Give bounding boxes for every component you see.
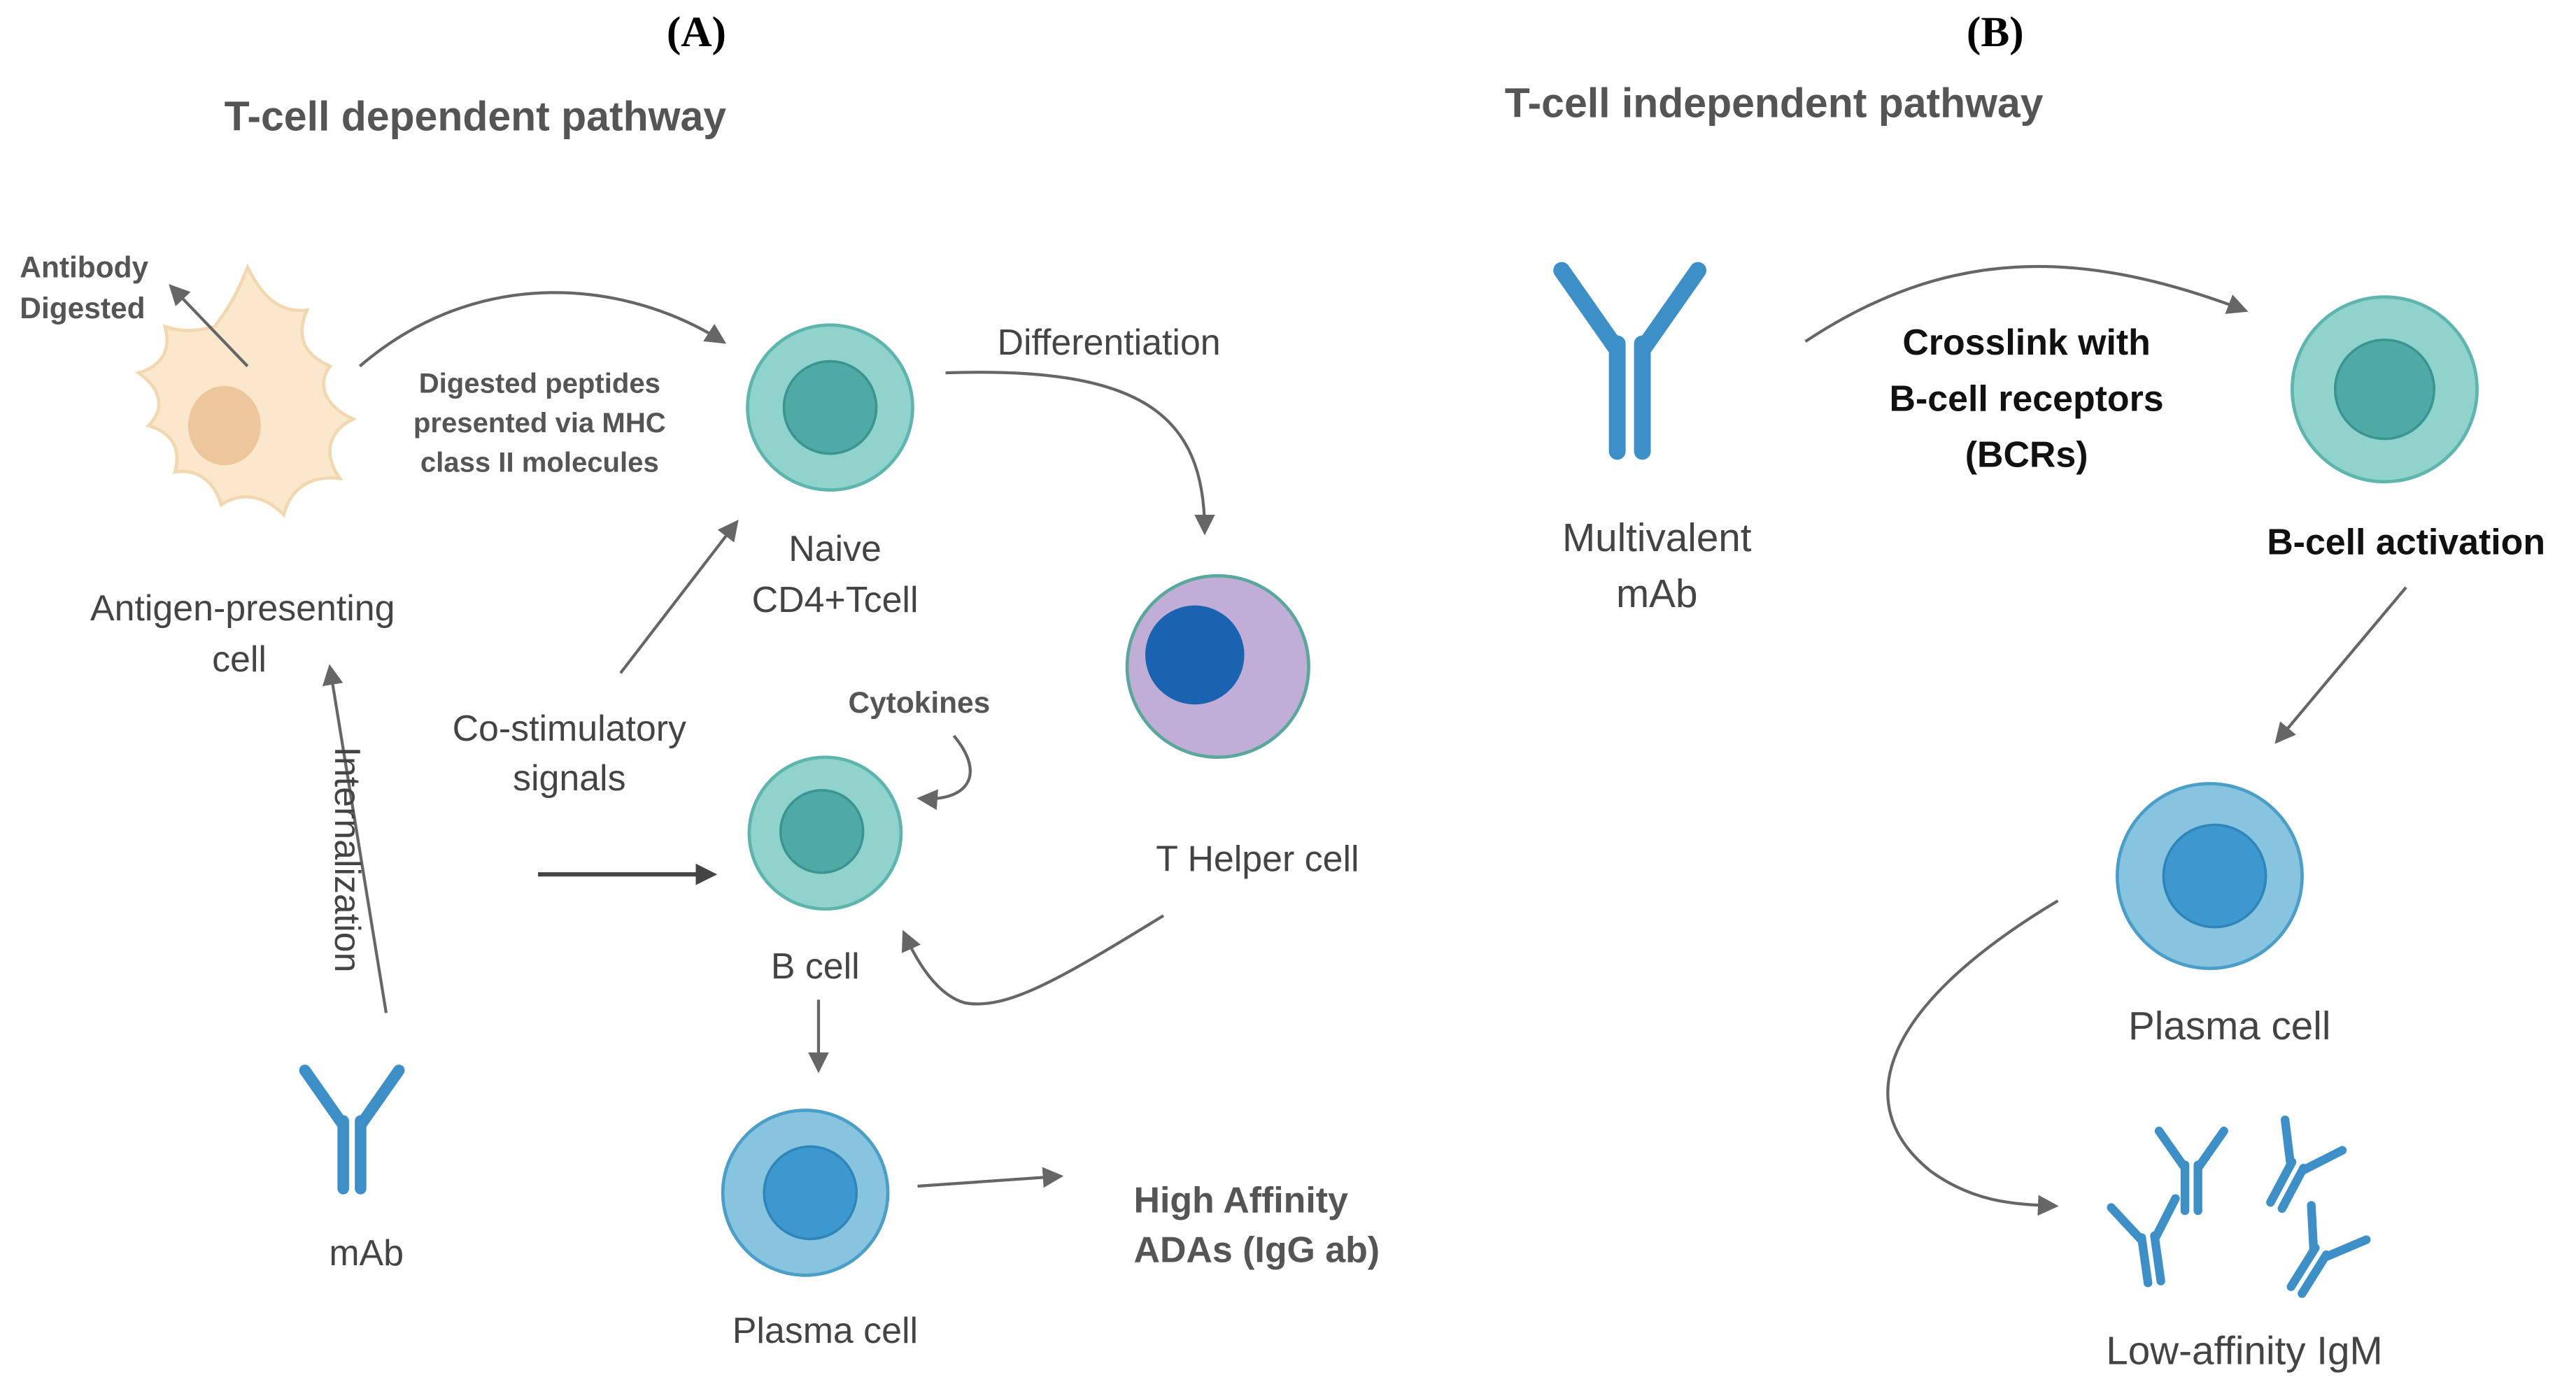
costimulatory-arrow	[619, 520, 739, 674]
mab-label: mAb	[329, 1232, 404, 1273]
naive-t-cell-icon	[746, 323, 914, 492]
plasma-to-ada-arrow	[917, 1167, 1064, 1188]
cytokines-label: Cytokines	[848, 686, 990, 719]
costimulatory-label-1: Co-stimulatory	[453, 708, 686, 748]
ada-label-2: ADAs (IgG ab)	[1133, 1229, 1380, 1269]
peptides-label-2: presented via MHC	[413, 408, 666, 439]
crosslink-label-1: Crosslink with	[1902, 322, 2151, 362]
b-cell-label: B cell	[771, 946, 860, 986]
presentation-arrow	[358, 291, 727, 368]
plasma-cell-label-b: Plasma cell	[2128, 1004, 2330, 1048]
panel-a: (A) T-cell dependent pathway Antibody Di…	[20, 8, 1380, 1351]
multivalent-label-1: Multivalent	[1562, 515, 1752, 560]
t-helper-cell-icon	[1125, 574, 1310, 760]
low-affinity-igm-label: Low-affinity IgM	[2106, 1329, 2382, 1373]
multivalent-mab-icon	[1553, 262, 1706, 460]
panel-b: (B) T-cell independent pathway Multivale…	[1505, 8, 2545, 1373]
cytokines-arrow	[917, 734, 972, 811]
b-cell-icon	[747, 755, 903, 911]
apc-label-2: cell	[212, 639, 267, 679]
panel-b-letter: (B)	[1967, 8, 2024, 56]
crosslink-label-2: B-cell receptors	[1890, 378, 2164, 418]
naive-cell-label-2: CD4+Tcell	[752, 579, 919, 620]
differentiation-arrow	[945, 371, 1215, 536]
peptides-label-3: class II molecules	[420, 448, 659, 478]
antibody-digested-label-2: Digested	[20, 292, 145, 325]
naive-cell-label-1: Naive	[788, 528, 882, 569]
panel-b-title: T-cell independent pathway	[1505, 80, 2044, 126]
costimulatory-label-2: signals	[513, 757, 625, 798]
plasma-cell-icon-a	[721, 1109, 890, 1277]
digestion-arrow	[169, 284, 249, 368]
crosslink-label-3: (BCRs)	[1965, 434, 2088, 475]
b-cell-activation-label: B-cell activation	[2267, 522, 2545, 562]
peptides-label-1: Digested peptides	[419, 368, 660, 399]
plasma-cell-label-a: Plasma cell	[733, 1310, 918, 1351]
multivalent-label-2: mAb	[1616, 571, 1697, 615]
antibody-digested-label-1: Antibody	[20, 250, 148, 283]
ada-label-1: High Affinity	[1133, 1180, 1348, 1220]
plasma-cell-icon-b	[2115, 782, 2304, 970]
activation-to-plasma-arrow	[2274, 586, 2407, 744]
panel-a-title: T-cell dependent pathway	[225, 94, 727, 139]
activated-b-cell-icon	[2291, 295, 2479, 484]
internalization-label: Internalization	[327, 746, 368, 972]
plasma-to-igm-arrow	[1886, 899, 2059, 1216]
mab-antibody-icon	[297, 1062, 407, 1195]
crosslink-arrow	[1804, 264, 2249, 343]
antigen-presenting-cell-icon	[134, 263, 358, 518]
apc-label-1: Antigen-presenting	[90, 587, 395, 628]
internalization-arrow	[322, 664, 388, 1013]
igm-antibodies-icon	[2107, 1116, 2371, 1298]
helper-to-bcell-arrow	[901, 914, 1165, 1006]
differentiation-label: Differentiation	[998, 322, 1221, 362]
t-helper-label: T Helper cell	[1156, 838, 1359, 878]
panel-a-letter: (A)	[667, 8, 726, 56]
